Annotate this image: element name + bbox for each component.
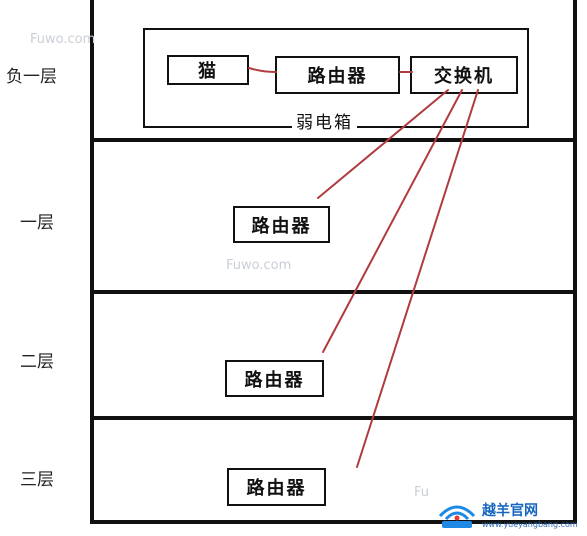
floor3-router-box: 路由器	[227, 468, 326, 506]
floor2-router-box: 路由器	[225, 360, 324, 397]
floor-label-f2: 二层	[20, 352, 54, 372]
line-switch-to-floor2	[322, 89, 463, 353]
floor-divider-f1	[90, 290, 577, 294]
floor-label-f1: 一层	[20, 213, 54, 233]
floor-divider-f2	[90, 416, 577, 420]
cabinet-label: 弱电箱	[292, 108, 357, 133]
floor-label-f3: 三层	[20, 470, 54, 490]
floor-label-b1: 负一层	[6, 67, 57, 87]
site-logo-name: 越羊官网	[482, 503, 538, 519]
watermark-bottom: Fu	[414, 485, 430, 500]
line-switch-to-floor1	[317, 89, 449, 199]
modem-box: 猫	[167, 55, 249, 85]
building-frame	[90, 0, 577, 524]
watermark-top: Fuwo.com	[30, 32, 96, 47]
line-modem-to-router	[248, 67, 277, 73]
line-switch-to-floor3	[356, 89, 479, 468]
watermark-middle: Fuwo.com	[226, 258, 292, 273]
site-logo-icon	[436, 498, 478, 530]
main-router-box: 路由器	[275, 56, 400, 94]
switch-box: 交换机	[410, 56, 518, 94]
floor-divider-b1	[90, 138, 577, 142]
site-logo-url: www.yueyangbang.com	[482, 520, 578, 529]
floor1-router-box: 路由器	[233, 206, 330, 243]
